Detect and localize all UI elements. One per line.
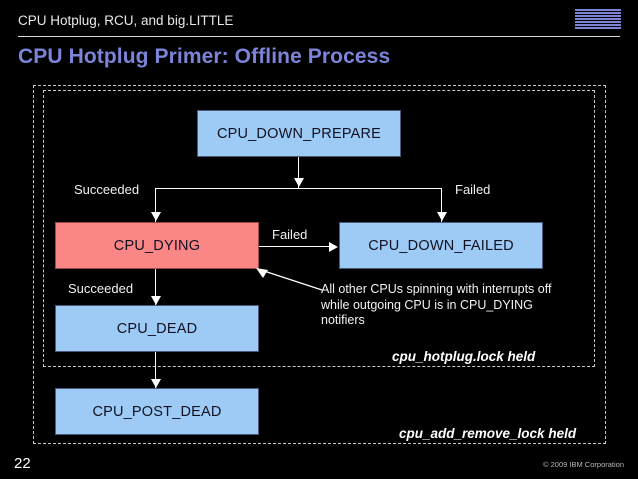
inner-lock-scope-frame [43, 90, 595, 367]
state-box-label: CPU_DOWN_PREPARE [216, 125, 382, 142]
connector-dying-to-down-failed [259, 246, 330, 247]
state-box-cpu-dying: CPU_DYING [55, 222, 259, 269]
arrowhead-to-cpu-down-failed [437, 212, 447, 221]
connector-branch-bar [155, 188, 441, 189]
copyright-notice: © 2009 IBM Corporation [543, 460, 624, 469]
edge-label-failed-mid: Failed [272, 227, 308, 242]
logo-stripe [575, 21, 621, 23]
state-box-cpu-down-prepare: CPU_DOWN_PREPARE [197, 110, 401, 157]
outer-lock-scope-frame [33, 85, 606, 444]
edge-label-failed-top: Failed [455, 182, 491, 197]
logo-stripe [575, 27, 621, 29]
deck-title: CPU Hotplug, RCU, and big.LITTLE [18, 13, 234, 28]
logo-stripe [575, 15, 621, 17]
arrowhead-prepare-stub [294, 178, 304, 187]
lock-caption-cpu-add-remove: cpu_add_remove_lock held [399, 426, 577, 441]
state-box-label: CPU_DYING [113, 237, 201, 254]
edge-label-succeeded-top: Succeeded [74, 182, 140, 197]
logo-stripe [575, 18, 621, 20]
connector-prepare-stub [298, 157, 299, 188]
connector-dying-to-dead [155, 269, 156, 305]
page-title: CPU Hotplug Primer: Offline Process [18, 45, 391, 68]
annotation-text: All other CPUs spinning with interrupts … [321, 282, 552, 327]
state-box-label: CPU_DEAD [116, 320, 198, 337]
state-box-cpu-dead: CPU_DEAD [55, 305, 259, 352]
state-box-label: CPU_POST_DEAD [92, 403, 222, 420]
arrowhead-dying-to-dead [151, 296, 161, 305]
header-divider [18, 36, 620, 37]
state-box-cpu-down-failed: CPU_DOWN_FAILED [339, 222, 543, 269]
callout-leader-line [256, 268, 323, 291]
arrowhead-to-cpu-dying [151, 212, 161, 221]
logo-stripe [575, 24, 621, 26]
state-box-label: CPU_DOWN_FAILED [368, 237, 514, 254]
lock-caption-cpu-hotplug: cpu_hotplug.lock held [392, 349, 536, 364]
logo-stripe [575, 12, 621, 14]
logo-stripe [575, 9, 621, 11]
slide-number: 22 [14, 455, 31, 472]
edge-label-succeeded-mid: Succeeded [68, 281, 134, 296]
connector-to-cpu-down-failed [441, 188, 442, 222]
state-box-cpu-post-dead: CPU_POST_DEAD [55, 388, 259, 435]
arrowhead-dying-to-down-failed [329, 242, 338, 252]
connector-to-cpu-dying [155, 188, 156, 222]
arrowhead-dead-to-post-dead [151, 379, 161, 388]
connector-dead-to-post-dead [155, 352, 156, 388]
ibm-logo [575, 9, 621, 29]
